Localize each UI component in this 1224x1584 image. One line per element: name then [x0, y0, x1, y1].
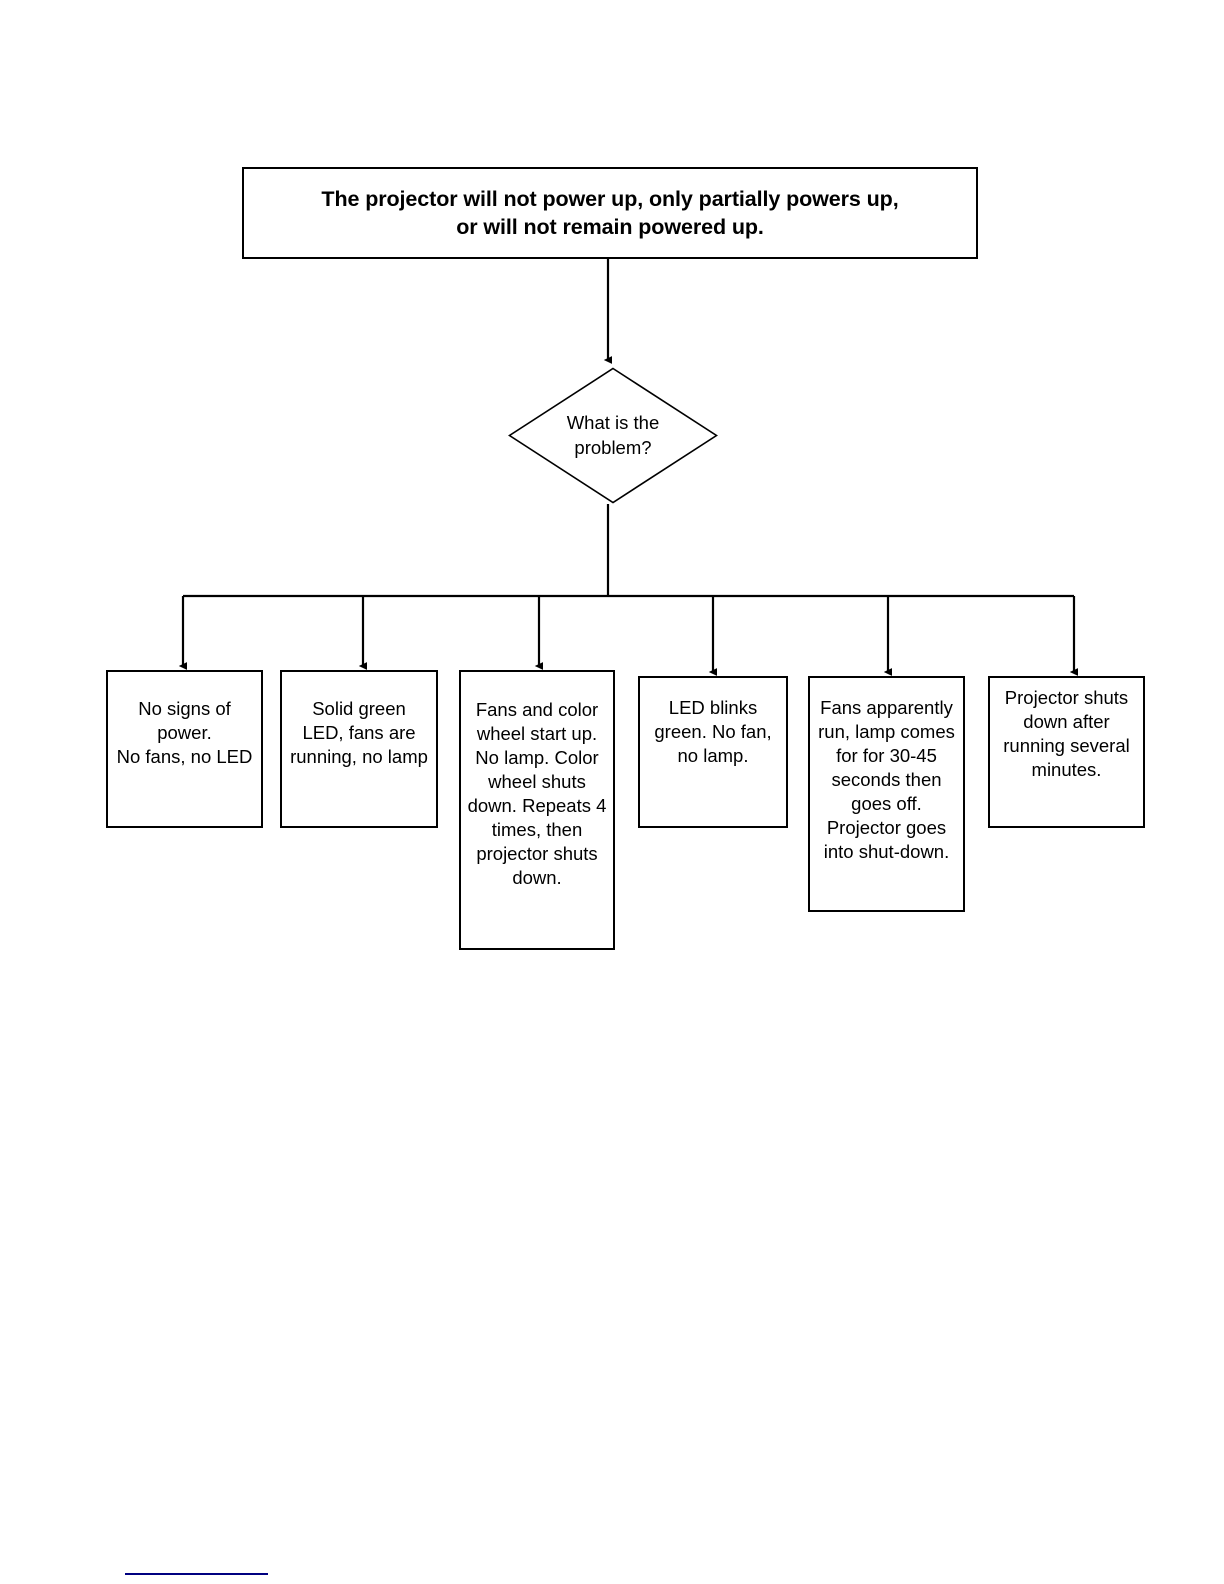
- branch-box-fans-run-lamp-off: Fans apparently run, lamp comes for for …: [808, 676, 965, 912]
- decision-label: What is the problem?: [566, 412, 660, 458]
- branch-box-solid-green-led: Solid green LED, fans are running, no la…: [280, 670, 438, 828]
- problem-statement-text: The projector will not power up, only pa…: [321, 186, 899, 239]
- problem-statement-box: The projector will not power up, only pa…: [242, 167, 978, 259]
- branch-text-5: Fans apparently run, lamp comes for for …: [818, 697, 955, 863]
- branch-box-fans-color-wheel: Fans and color wheel start up. No lamp. …: [459, 670, 615, 950]
- branch-text-6: Projector shuts down after running sever…: [1003, 687, 1130, 781]
- branch-box-led-blinks-green: LED blinks green. No fan, no lamp.: [638, 676, 788, 828]
- branch-text-2: Solid green LED, fans are running, no la…: [290, 698, 428, 768]
- branch-box-no-signs-of-power: No signs of power. No fans, no LED: [106, 670, 263, 828]
- diamond-shape: [508, 367, 718, 504]
- branch-text-4: LED blinks green. No fan, no lamp.: [654, 697, 772, 767]
- branch-text-1: No signs of power. No fans, no LED: [116, 698, 253, 768]
- connector-decision-to-bus: [183, 504, 1074, 598]
- decision-diamond: What is the problem?: [508, 367, 718, 504]
- branch-text-3: Fans and color wheel start up. No lamp. …: [467, 699, 607, 889]
- branch-box-shuts-down-later: Projector shuts down after running sever…: [988, 676, 1145, 828]
- footnote-separator-rule: [125, 1573, 268, 1575]
